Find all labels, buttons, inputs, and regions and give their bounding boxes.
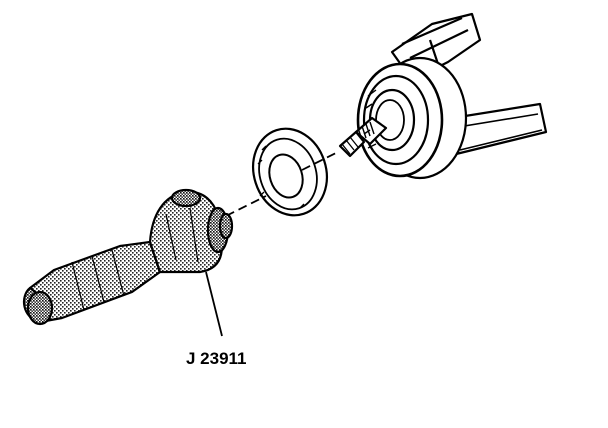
- tool-label: J 23911: [186, 349, 247, 368]
- alignment-line: [225, 151, 339, 217]
- axle-housing: [338, 12, 548, 180]
- seal-washer: [252, 127, 328, 217]
- installer-tool: [22, 188, 234, 326]
- callout-leader-line: [205, 271, 223, 337]
